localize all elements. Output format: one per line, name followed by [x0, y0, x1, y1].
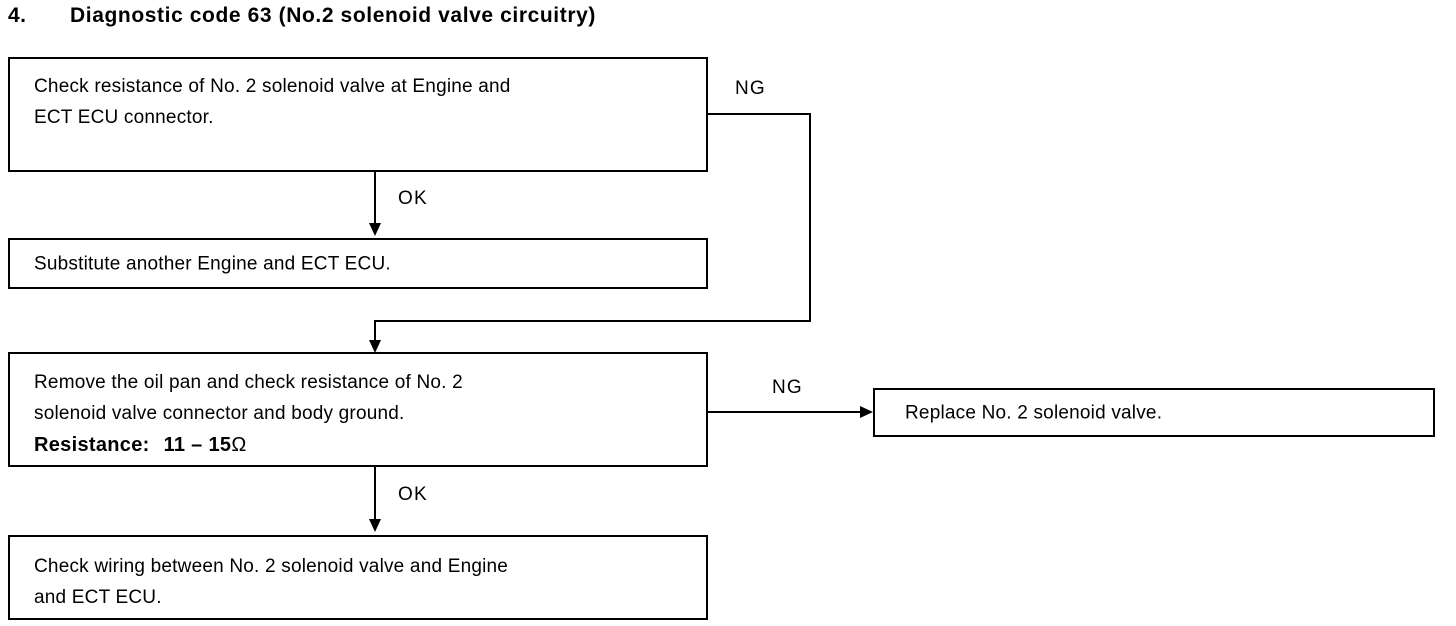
edge-label-ok-2: OK	[398, 484, 428, 505]
edge-ng-2-horizontal	[707, 411, 865, 413]
edge-ok-2-arrowhead	[369, 519, 381, 532]
flow-box-substitute-ecu-body: Substitute another Engine and ECT ECU.	[34, 248, 696, 279]
edge-label-ng-2: NG	[772, 377, 803, 398]
flow-box-check-wiring-body: Check wiring between No. 2 solenoid valv…	[34, 551, 696, 613]
flow-box-replace-valve: Replace No. 2 solenoid valve.	[873, 388, 1435, 437]
flow-box-substitute-ecu: Substitute another Engine and ECT ECU.	[8, 238, 708, 289]
flow-box-replace-valve-body: Replace No. 2 solenoid valve.	[905, 397, 1423, 428]
edge-label-ng-1: NG	[735, 78, 766, 99]
edge-ng-1-vertical-down	[374, 320, 376, 344]
flow-box-check-resistance: Check resistance of No. 2 solenoid valve…	[8, 57, 708, 172]
flow-box-remove-oil-pan-spec: Resistance: 11 – 15Ω	[34, 430, 696, 461]
flow-box-check-wiring-line2: and ECT ECU.	[34, 587, 162, 608]
ohm-unit: Ω	[231, 434, 247, 456]
flow-box-check-resistance-line2: ECT ECU connector.	[34, 107, 214, 128]
page-title: 4. Diagnostic code 63 (No.2 solenoid val…	[8, 4, 596, 28]
flow-box-check-resistance-body: Check resistance of No. 2 solenoid valve…	[34, 71, 696, 133]
page-title-number: 4.	[8, 4, 27, 27]
page-title-text: Diagnostic code 63 (No.2 solenoid valve …	[70, 4, 596, 27]
flow-box-remove-oil-pan: Remove the oil pan and check resistance …	[8, 352, 708, 467]
resistance-spec-label: Resistance:	[34, 434, 150, 456]
edge-ok-2-vertical	[374, 467, 376, 522]
edge-ng-1-arrowhead	[369, 340, 381, 353]
edge-ng-1-horizontal-back	[374, 320, 811, 322]
edge-ok-1-arrowhead	[369, 223, 381, 236]
edge-ng-1-horizontal-out	[707, 113, 811, 115]
flow-box-remove-oil-pan-line1: Remove the oil pan and check resistance …	[34, 372, 463, 393]
edge-label-ok-1: OK	[398, 188, 428, 209]
edge-ng-2-arrowhead	[860, 406, 873, 418]
flow-box-check-wiring: Check wiring between No. 2 solenoid valv…	[8, 535, 708, 620]
edge-ng-1-vertical	[809, 113, 811, 322]
flow-box-substitute-ecu-line1: Substitute another Engine and ECT ECU.	[34, 253, 391, 274]
resistance-spec-value: 11 – 15	[163, 434, 232, 456]
edge-ok-1-vertical	[374, 172, 376, 226]
flow-box-remove-oil-pan-line2: solenoid valve connector and body ground…	[34, 403, 405, 424]
flow-box-check-wiring-line1: Check wiring between No. 2 solenoid valv…	[34, 556, 509, 577]
flow-box-replace-valve-line1: Replace No. 2 solenoid valve.	[905, 402, 1163, 423]
flow-box-check-resistance-line1: Check resistance of No. 2 solenoid valve…	[34, 76, 511, 97]
flow-box-remove-oil-pan-body: Remove the oil pan and check resistance …	[34, 367, 696, 461]
